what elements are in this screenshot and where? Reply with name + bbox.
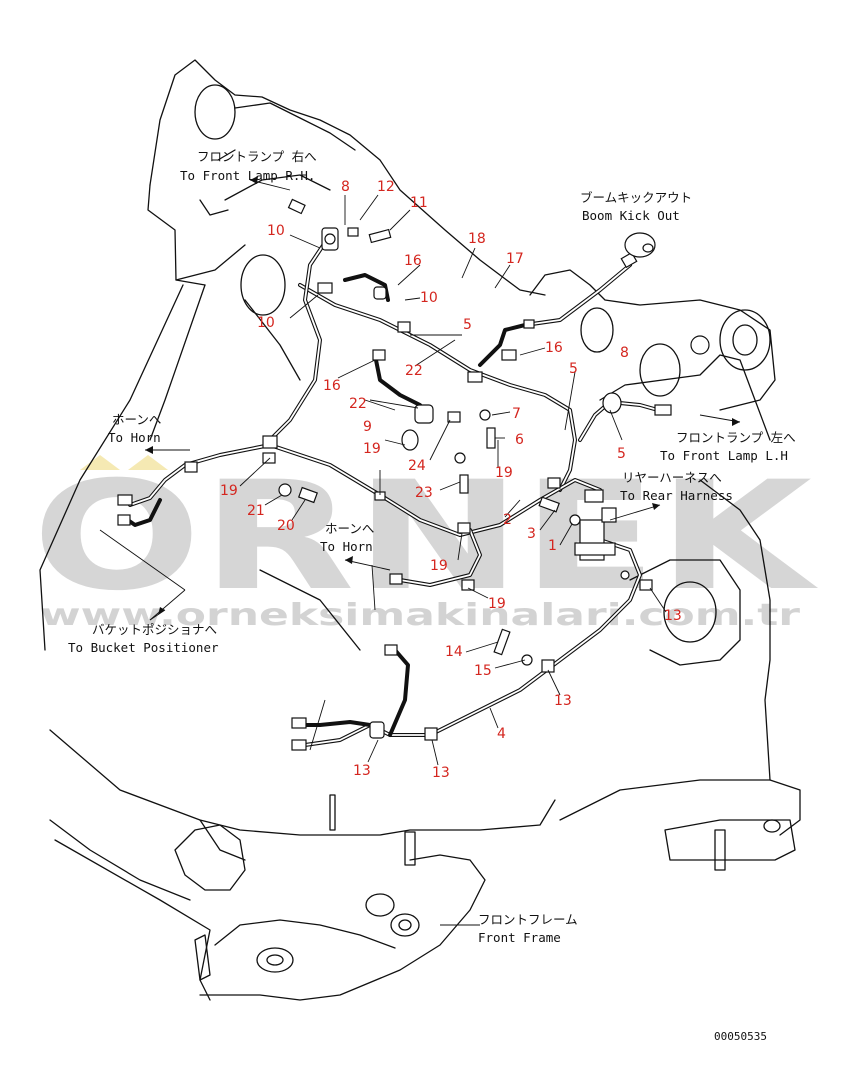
document-number: 00050535 xyxy=(714,1030,767,1043)
callout-number: 22 xyxy=(349,396,367,412)
watermark: ORNEK www.orneksimakinalari.com.tr xyxy=(32,450,818,633)
label-horn1-ja: ホーンへ xyxy=(112,412,161,427)
callout-number: 7 xyxy=(512,406,521,422)
label-horn2-en: To Horn xyxy=(320,539,373,554)
callout-number: 22 xyxy=(405,363,423,379)
callout-number: 19 xyxy=(488,596,506,612)
label-front-lamp-rh-ja: フロントランプ 右へ xyxy=(197,149,317,164)
callout-number: 11 xyxy=(410,195,428,211)
callout-number: 13 xyxy=(353,763,371,779)
callout-number: 13 xyxy=(664,608,682,624)
callout-number: 16 xyxy=(545,340,563,356)
label-bucket-ja: バケットポジショナへ xyxy=(92,622,217,637)
label-front-frame-ja: フロントフレーム xyxy=(478,912,578,927)
callout-number: 17 xyxy=(506,251,524,267)
annotation-labels: フロントランプ 右へ To Front Lamp R.H. ブームキックアウト … xyxy=(68,149,796,1043)
callout-number: 8 xyxy=(341,179,350,195)
frame-structure xyxy=(39,59,801,1001)
callout-number: 10 xyxy=(267,223,285,239)
label-front-lamp-lh-en: To Front Lamp L.H xyxy=(660,448,788,463)
callout-number: 6 xyxy=(515,432,524,448)
callout-number: 19 xyxy=(430,558,448,574)
leader-lines xyxy=(99,176,741,926)
callout-number: 14 xyxy=(445,644,463,660)
callout-number: 18 xyxy=(468,231,486,247)
callout-number: 15 xyxy=(474,663,492,679)
callout-number: 20 xyxy=(277,518,295,534)
callout-number: 23 xyxy=(415,485,433,501)
label-front-frame-en: Front Frame xyxy=(478,930,561,945)
callout-number: 10 xyxy=(420,290,438,306)
callout-number: 4 xyxy=(497,726,506,742)
label-horn1-en: To Horn xyxy=(108,430,161,445)
callout-number: 24 xyxy=(408,458,426,474)
callout-number: 16 xyxy=(404,253,422,269)
label-bucket-en: To Bucket Positioner xyxy=(68,640,219,655)
callout-number: 9 xyxy=(363,419,372,435)
callout-number: 8 xyxy=(620,345,629,361)
callout-number: 13 xyxy=(432,765,450,781)
callout-number: 2 xyxy=(503,512,512,528)
callout-number: 1 xyxy=(548,538,557,554)
callout-number: 13 xyxy=(554,693,572,709)
callout-number: 21 xyxy=(247,503,265,519)
watermark-url: www.orneksimakinalari.com.tr xyxy=(40,598,800,633)
label-front-lamp-rh-en: To Front Lamp R.H. xyxy=(180,168,315,183)
label-boom-kick-out-ja: ブームキックアウト xyxy=(580,190,692,205)
callout-number: 3 xyxy=(527,526,536,542)
callout-number: 5 xyxy=(569,361,578,377)
label-rear-harness-ja: リヤーハーネスへ xyxy=(622,470,722,485)
callout-number: 10 xyxy=(257,315,275,331)
watermark-brand: ORNEK xyxy=(32,450,818,624)
callout-number: 19 xyxy=(363,441,381,457)
callout-numbers: 8 12 11 10 16 18 17 10 10 5 16 16 22 5 2… xyxy=(220,179,682,781)
label-front-lamp-lh-ja: フロントランプ 左へ xyxy=(676,430,796,445)
callout-number: 16 xyxy=(323,378,341,394)
callout-number: 12 xyxy=(377,179,395,195)
label-horn2-ja: ホーンへ xyxy=(325,521,374,536)
callout-number: 19 xyxy=(220,483,238,499)
callout-number: 5 xyxy=(617,446,626,462)
label-rear-harness-en: To Rear Harness xyxy=(620,488,733,503)
callout-number: 5 xyxy=(463,317,472,333)
callout-number: 19 xyxy=(495,465,513,481)
label-boom-kick-out-en: Boom Kick Out xyxy=(582,208,680,223)
parts xyxy=(117,198,710,751)
